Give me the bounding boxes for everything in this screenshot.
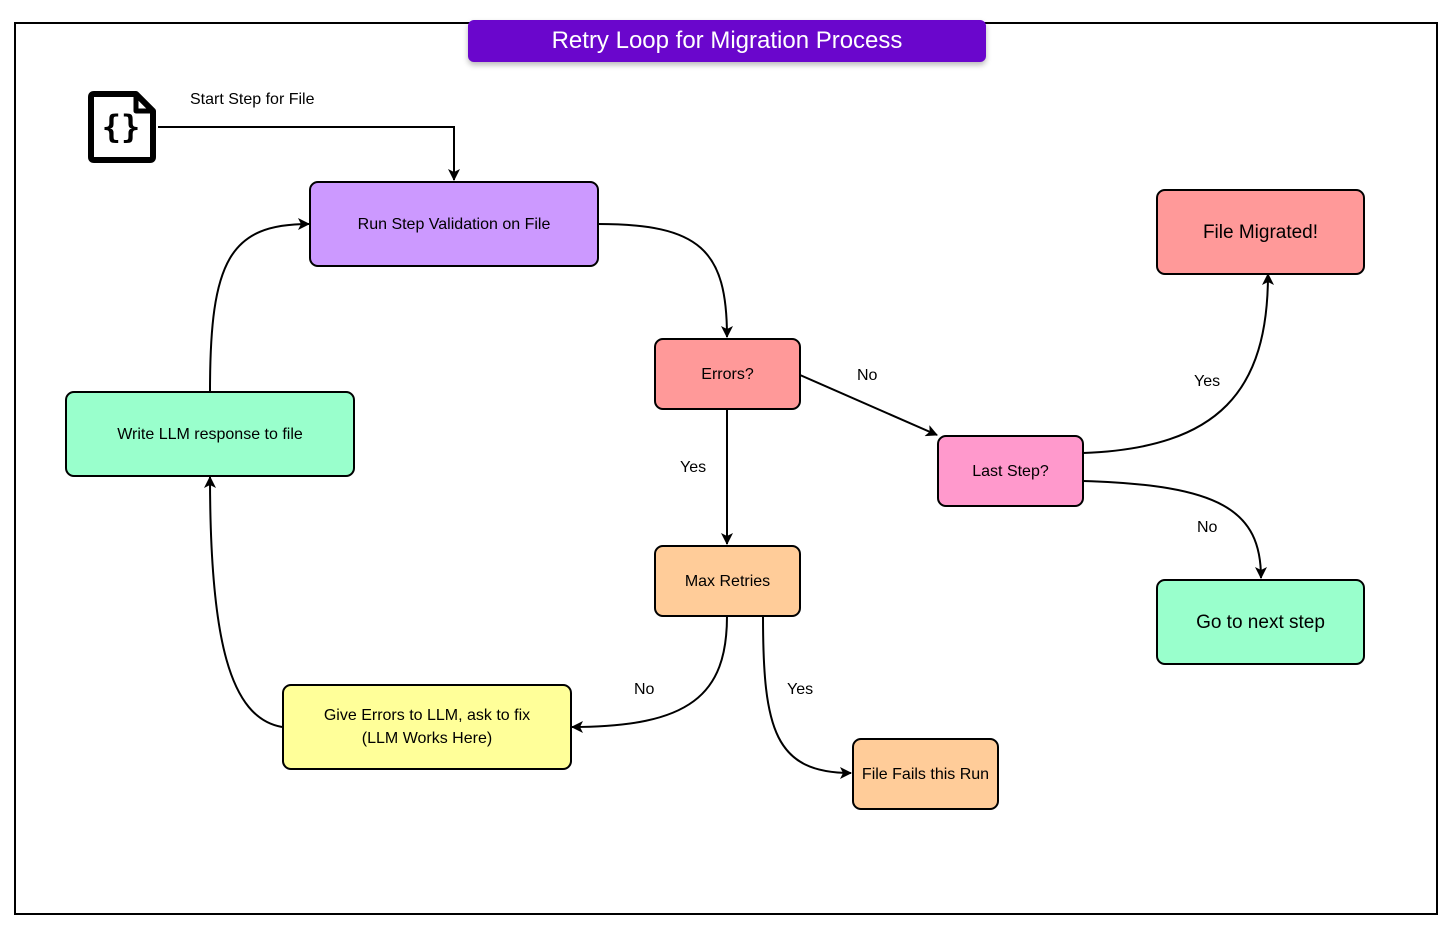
- node-write-response[interactable]: Write LLM response to file: [65, 391, 355, 477]
- edge-label-last-no: No: [1197, 519, 1218, 536]
- diagram-title: Retry Loop for Migration Process: [468, 20, 986, 62]
- edge-retries-to-give: [571, 615, 728, 733]
- start-step-label: Start Step for File: [190, 91, 315, 108]
- node-max-retries[interactable]: Max Retries: [654, 545, 801, 617]
- edge-start-to-validate: [158, 126, 460, 181]
- edge-give-to-write: [204, 476, 283, 728]
- node-errors-text: Errors?: [701, 365, 754, 383]
- edge-label-errors-no: No: [857, 367, 878, 384]
- edge-retries-to-fails: [762, 615, 852, 779]
- svg-text:{}: {}: [102, 108, 141, 146]
- edge-last-to-next: [1082, 480, 1267, 579]
- edge-last-to-migrated: [1082, 273, 1274, 454]
- node-file-migrated-text: File Migrated!: [1202, 221, 1319, 243]
- edge-label-last-yes: Yes: [1194, 373, 1221, 390]
- json-file-icon: {}: [88, 91, 156, 163]
- node-write-response-text: Write LLM response to file: [117, 425, 303, 443]
- node-file-fails[interactable]: File Fails this Run: [852, 738, 999, 810]
- node-go-next-step[interactable]: Go to next step: [1156, 579, 1365, 665]
- node-give-errors-line2: (LLM Works Here): [361, 730, 493, 747]
- node-max-retries-text: Max Retries: [684, 572, 771, 590]
- node-last-step-decision[interactable]: Last Step?: [937, 435, 1084, 507]
- edge-validate-to-errors: [597, 223, 733, 338]
- node-errors-decision[interactable]: Errors?: [654, 338, 801, 410]
- edge-write-to-validate: [209, 218, 310, 392]
- node-run-validation-text: Run Step Validation on File: [357, 215, 551, 233]
- node-last-step-text: Last Step?: [972, 462, 1049, 480]
- edge-label-retries-yes: Yes: [787, 681, 814, 698]
- edge-errors-to-last: [799, 374, 938, 437]
- node-give-errors[interactable]: Give Errors to LLM, ask to fix (LLM Work…: [282, 684, 572, 770]
- edge-label-retries-no: No: [634, 681, 655, 698]
- node-go-next-step-text: Go to next step: [1196, 611, 1325, 633]
- node-give-errors-line1: Give Errors to LLM, ask to fix: [323, 707, 531, 724]
- edge-label-errors-yes: Yes: [680, 459, 707, 476]
- node-file-fails-text: File Fails this Run: [861, 765, 990, 783]
- node-file-migrated[interactable]: File Migrated!: [1156, 189, 1365, 275]
- node-run-validation[interactable]: Run Step Validation on File: [309, 181, 599, 267]
